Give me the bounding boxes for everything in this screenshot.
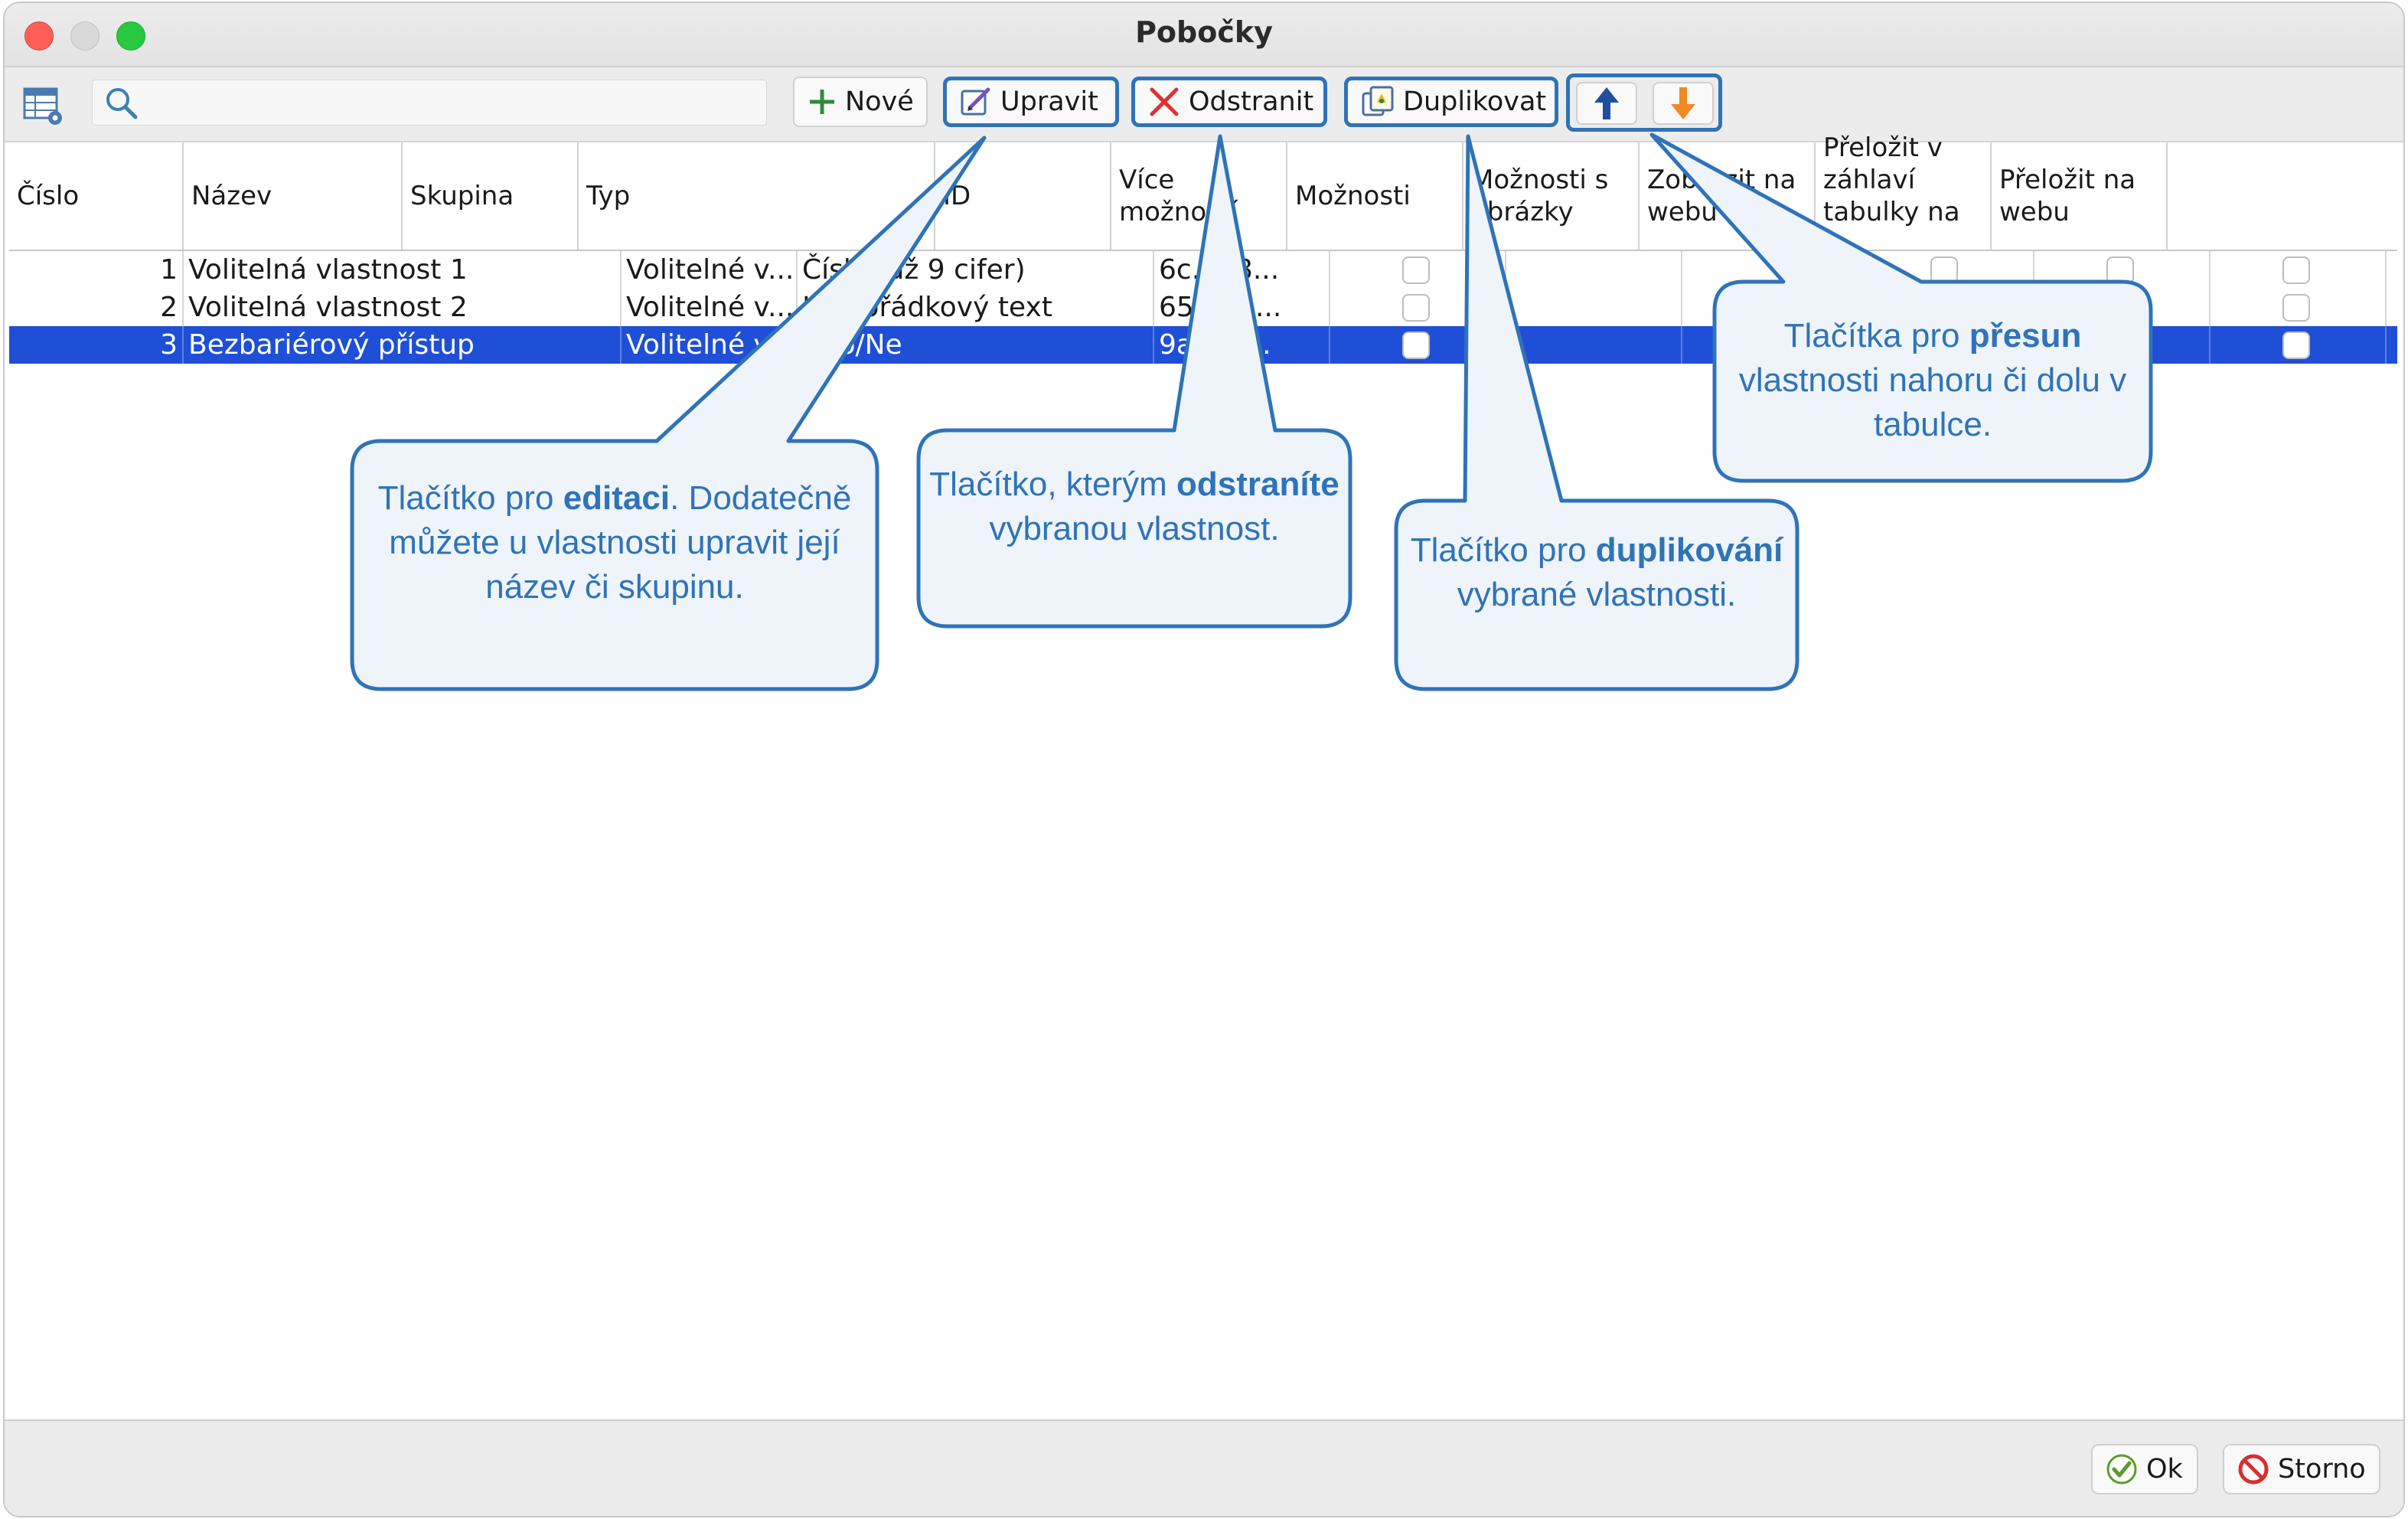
delete-button[interactable]: Odstranit xyxy=(1131,77,1327,127)
column-header-multiple-options[interactable]: Více možností xyxy=(1111,142,1287,250)
table-settings-icon[interactable] xyxy=(21,84,64,127)
new-button[interactable]: Nové xyxy=(793,77,928,127)
callout-duplicate-text: Tlačítko pro duplikování vybrané vlastno… xyxy=(1410,531,1783,613)
cell-number: 1 xyxy=(9,251,184,289)
prohibited-icon xyxy=(2238,1454,2269,1485)
cell-translate-table-header xyxy=(2034,251,2211,289)
table-row[interactable]: 1 Volitelná vlastnost 1 Volitelné v... Č… xyxy=(9,251,2397,289)
callout-delete-text: Tlačítko, kterým odstraníte vybranou vla… xyxy=(929,466,1339,547)
cell-translate-on-web xyxy=(2211,326,2387,364)
arrow-up-icon xyxy=(1594,87,1619,119)
cell-options xyxy=(1506,251,1682,289)
window-title: Pobočky xyxy=(1135,15,1273,49)
callout-edit-text: Tlačítko pro editaci. Dodatečně můžete u… xyxy=(377,479,852,606)
toolbar: Nové Upravit Odstranit Dup xyxy=(5,67,2403,142)
edit-button[interactable]: Upravit xyxy=(943,77,1119,127)
callout-move-text: Tlačítka pro přesun vlastnosti nahoru či… xyxy=(1738,317,2127,443)
delete-button-label: Odstranit xyxy=(1189,87,1314,117)
cell-translate-table-header xyxy=(2034,326,2211,364)
cell-options xyxy=(1506,289,1682,326)
cell-number: 3 xyxy=(9,326,184,364)
cell-options xyxy=(1506,326,1682,364)
cell-translate-on-web xyxy=(2211,251,2387,289)
edit-button-label: Upravit xyxy=(1000,87,1098,117)
check-icon xyxy=(2106,1454,2137,1485)
arrow-down-icon xyxy=(1671,87,1695,119)
translate-on-web-checkbox[interactable] xyxy=(2282,294,2310,322)
cell-name: Bezbariérový přístup xyxy=(184,326,622,364)
callout-move-bubble xyxy=(1649,132,2153,483)
cell-multiple-options xyxy=(1330,326,1506,364)
column-header-group[interactable]: Skupina xyxy=(403,142,579,250)
move-down-button[interactable] xyxy=(1653,82,1714,125)
cell-number: 2 xyxy=(9,289,184,326)
column-header-number[interactable]: Číslo xyxy=(9,142,184,250)
translate-on-web-checkbox[interactable] xyxy=(2282,332,2310,359)
column-header-options[interactable]: Možnosti xyxy=(1287,142,1463,250)
delete-x-icon xyxy=(1150,87,1179,116)
minimize-window-button[interactable] xyxy=(70,21,100,51)
duplicate-icon xyxy=(1362,86,1394,116)
search-icon xyxy=(103,85,139,120)
cell-name: Volitelná vlastnost 1 xyxy=(184,251,622,289)
callout-duplicate-bubble xyxy=(1394,134,1799,691)
duplicate-button[interactable]: Duplikovat xyxy=(1344,77,1558,127)
cancel-button-label: Storno xyxy=(2278,1454,2366,1485)
new-button-label: Nové xyxy=(845,87,914,117)
dialog-footer: Ok Storno xyxy=(5,1419,2403,1516)
column-header-name[interactable]: Název xyxy=(184,142,403,250)
ok-button[interactable]: Ok xyxy=(2091,1444,2198,1494)
translate-header-checkbox[interactable] xyxy=(2106,256,2134,284)
translate-on-web-checkbox[interactable] xyxy=(2282,256,2310,284)
cell-translate-on-web xyxy=(2211,289,2387,326)
search-input[interactable] xyxy=(143,85,759,120)
title-bar: Pobočky xyxy=(5,3,2403,67)
multiple-options-checkbox[interactable] xyxy=(1402,256,1430,284)
cancel-button[interactable]: Storno xyxy=(2223,1444,2380,1494)
multiple-options-checkbox[interactable] xyxy=(1402,294,1430,322)
cell-translate-table-header xyxy=(2034,289,2211,326)
close-window-button[interactable] xyxy=(24,21,54,51)
cell-name: Volitelná vlastnost 2 xyxy=(184,289,622,326)
ok-button-label: Ok xyxy=(2146,1454,2183,1485)
cell-multiple-options xyxy=(1330,289,1506,326)
duplicate-button-label: Duplikovat xyxy=(1403,87,1547,117)
callout-delete-bubble xyxy=(916,134,1352,629)
edit-pencil-icon xyxy=(961,87,990,116)
callout-edit-bubble xyxy=(350,136,987,691)
maximize-window-button[interactable] xyxy=(116,21,145,51)
multiple-options-checkbox[interactable] xyxy=(1402,332,1430,359)
cell-group: Volitelné v... xyxy=(622,251,798,289)
move-buttons-group xyxy=(1566,74,1722,132)
cell-group: Volitelné v... xyxy=(622,289,798,326)
search-field[interactable] xyxy=(92,80,767,126)
plus-icon xyxy=(810,90,834,114)
column-header-translate-on-web[interactable]: Přeložit na webu xyxy=(1992,142,2168,250)
move-up-button[interactable] xyxy=(1576,82,1637,125)
cell-multiple-options xyxy=(1330,251,1506,289)
